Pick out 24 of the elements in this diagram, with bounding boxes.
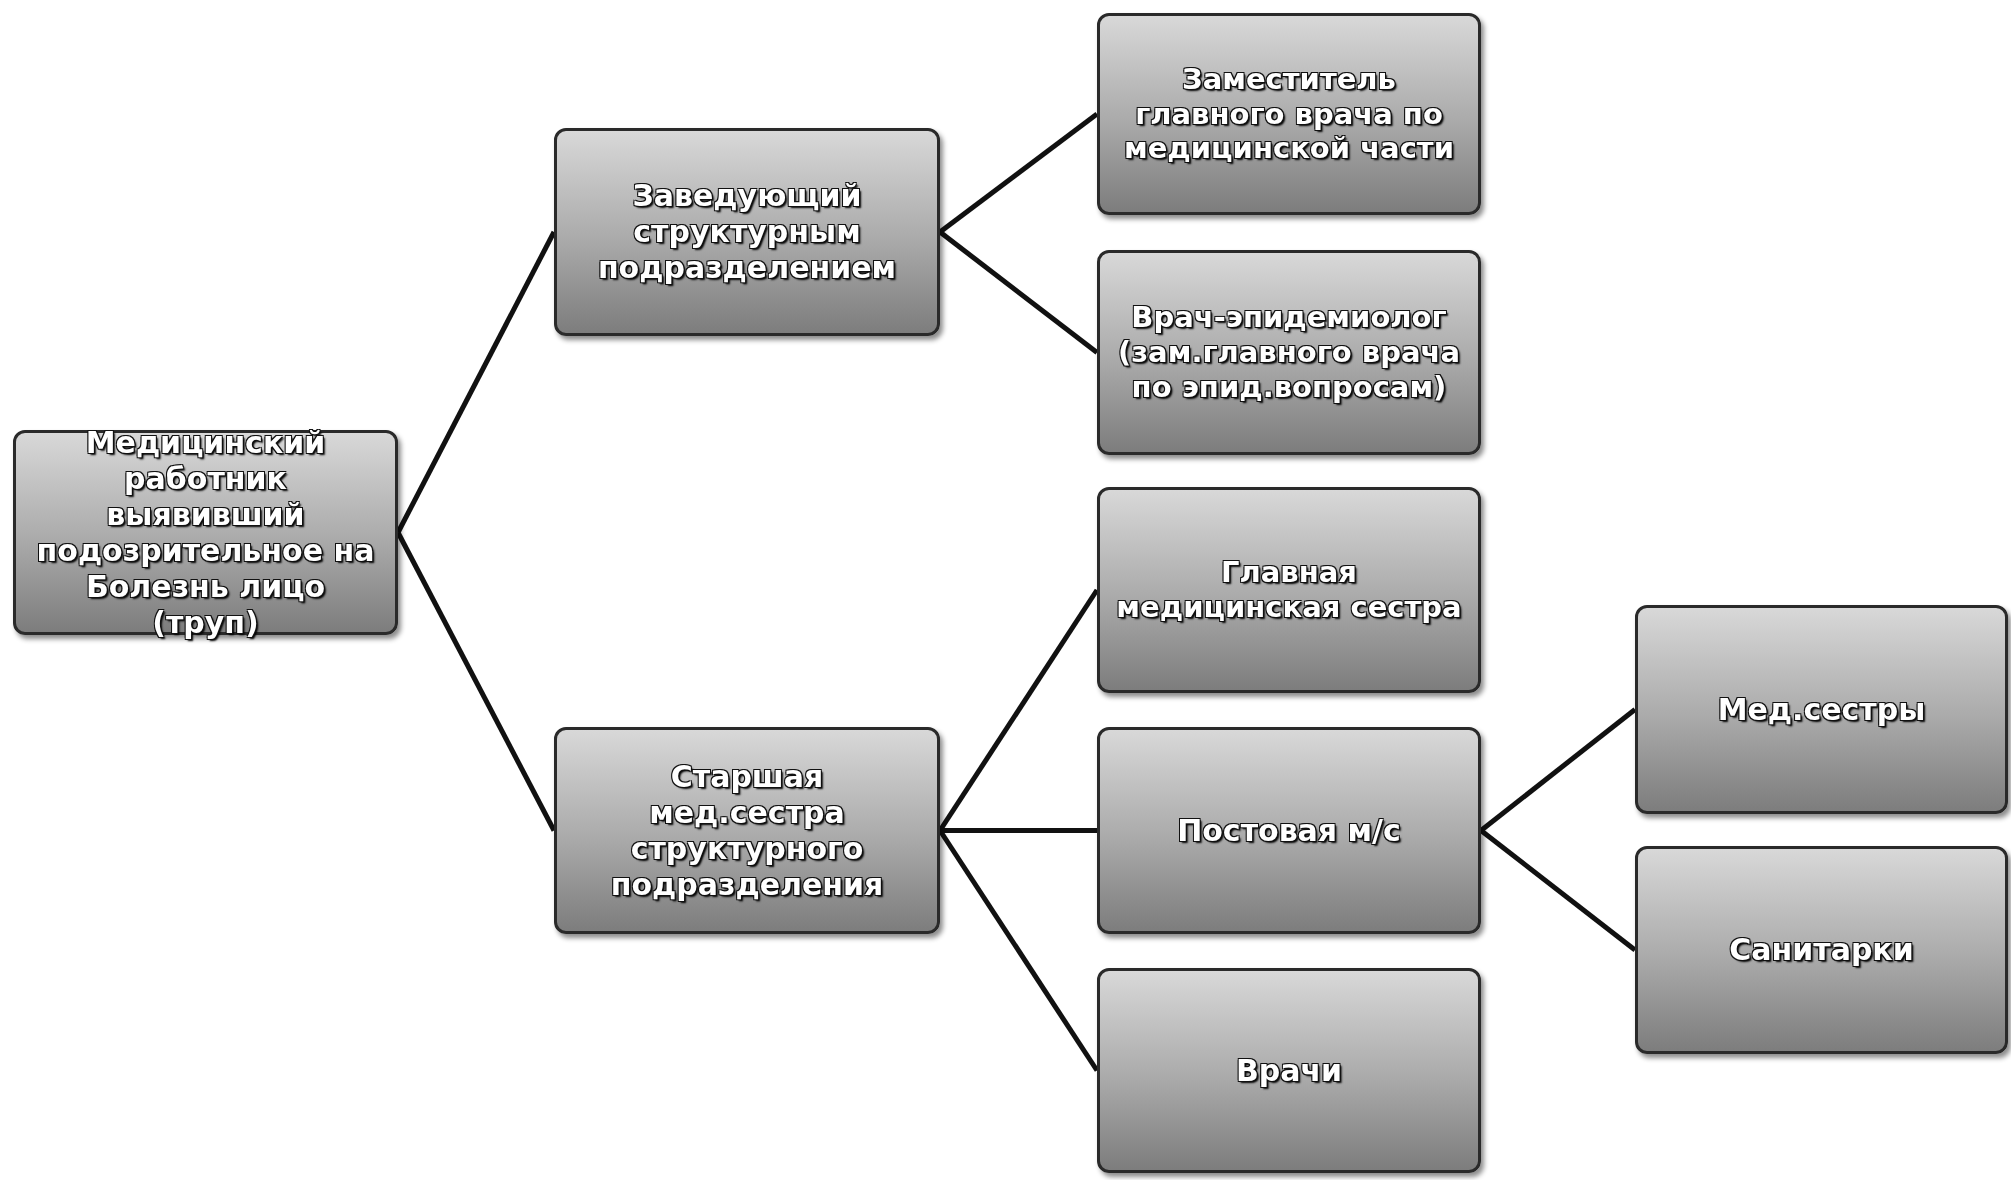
- box-label: Медицинский работник выявивший подозрительное на Болезнь лицо (труп): [35, 424, 376, 641]
- box-label: Старшая мед.сестра структурного подразделения: [609, 758, 885, 903]
- org-box: [1097, 13, 1481, 215]
- org-box: [1097, 487, 1481, 693]
- org-box: [1097, 250, 1481, 455]
- box-label: Заведующий структурным подразделением: [596, 178, 898, 286]
- org-box: [1635, 846, 2008, 1054]
- org-box: [554, 128, 940, 336]
- connector-line: [938, 112, 1099, 234]
- box-label: Постовая м/с: [1177, 812, 1401, 849]
- org-box: [1097, 727, 1481, 934]
- box-label: Врач-эпидемиолог (зам.главного врача по эпид.вопросам): [1117, 300, 1461, 405]
- connector-line: [938, 230, 1099, 355]
- connector-line: [1479, 828, 1637, 952]
- org-box: [554, 727, 940, 934]
- connector-line: [940, 828, 1097, 833]
- org-box: [1635, 605, 2008, 814]
- box-label: Заместитель главного врача по медицинской части: [1123, 61, 1455, 167]
- connector-line: [1479, 707, 1637, 833]
- org-box: [1097, 968, 1481, 1173]
- box-label: Главная медицинская сестра: [1115, 555, 1463, 625]
- box-label: Врачи: [1235, 1052, 1343, 1089]
- box-label: Мед.сестры: [1717, 691, 1926, 728]
- box-label: Санитарки: [1729, 932, 1914, 968]
